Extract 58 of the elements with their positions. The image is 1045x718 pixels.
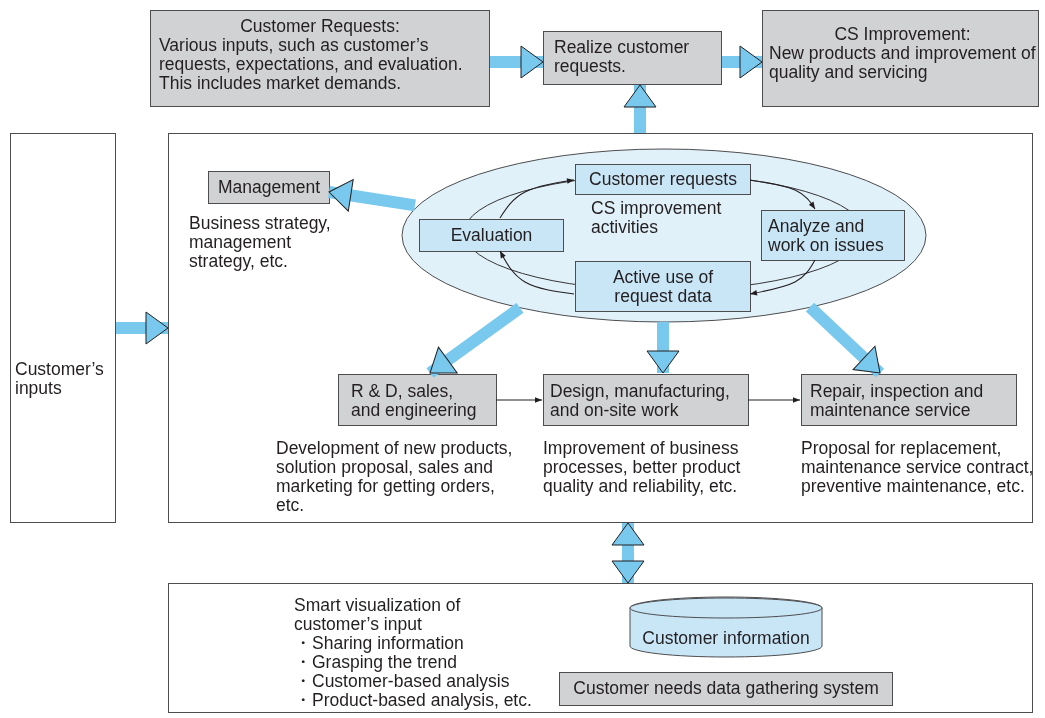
block-arrow [328, 179, 416, 212]
box-label: Analyze and work on issues [768, 217, 885, 255]
box-label: Realize customer requests. [554, 38, 691, 76]
process-box [575, 164, 751, 195]
arrow [749, 179, 816, 210]
block-arrow [490, 45, 544, 79]
bullet-item: ・Customer-based analysis [294, 672, 511, 691]
description-text: Smart visualization of customer’s input [294, 596, 462, 634]
info-box [150, 10, 490, 107]
bullet-item: ・Product-based analysis, etc. [294, 691, 533, 710]
description-text: Proposal for replacement, maintenance service contract, preventive maintenance, etc. [801, 439, 1035, 496]
box-label: Active use of request data [611, 268, 715, 306]
box-label: Various inputs, such as customer’s requests, expectations, and evaluation. This includes market demands. [159, 36, 464, 93]
process-box [761, 210, 905, 261]
box-label: Customer needs data gathering system [572, 679, 880, 698]
box-label: Customer requests [588, 170, 738, 189]
block-arrow [426, 303, 524, 378]
cycle-ellipse [401, 148, 927, 323]
block-arrow [611, 522, 645, 584]
bullet-item: ・Grasping the trend [294, 653, 458, 672]
description-text: Business strategy, management strategy, etc. [189, 214, 332, 271]
description-text: Development of new products, solution proposal, sales and marketing for getting orders, etc. [276, 439, 514, 515]
arrow [747, 397, 801, 403]
process-box [543, 31, 722, 85]
box-label: Evaluation [449, 226, 534, 245]
process-box [543, 374, 749, 426]
process-box [419, 219, 564, 252]
process-box [338, 374, 497, 426]
process-box [801, 374, 1017, 426]
database-cylinder [629, 597, 823, 657]
block-arrow [116, 311, 169, 345]
block-arrow [805, 302, 885, 378]
description-text: Improvement of business processes, better product quality and reliability, etc. [543, 439, 742, 496]
panel [168, 583, 1033, 713]
box-label: Customer Requests: [239, 17, 401, 36]
arrow [499, 250, 575, 295]
block-arrow [722, 45, 763, 79]
input-box [10, 133, 116, 523]
box-label: Design, manufacturing, and on-site work [550, 382, 731, 420]
box-label: R & D, sales, and engineering [351, 382, 478, 420]
info-box [762, 10, 1039, 107]
arrow [499, 178, 575, 219]
panel [168, 133, 1033, 523]
box-label: CS improvement activities [591, 199, 723, 237]
process-box [208, 171, 330, 204]
process-box [559, 672, 893, 706]
box-label: Customer’s inputs [15, 360, 105, 398]
box-label: New products and improvement of quality and servicing [769, 44, 1036, 82]
arrow [495, 397, 543, 403]
block-arrow [646, 322, 680, 374]
box-label: Repair, inspection and maintenance service [810, 382, 985, 420]
arrow [749, 259, 816, 296]
bullet-item: ・Sharing information [294, 634, 465, 653]
block-arrow [623, 84, 657, 133]
box-label: Customer information [641, 629, 811, 648]
box-label: Management [216, 178, 322, 197]
box-label: CS Improvement: [833, 25, 972, 44]
process-box [575, 261, 751, 312]
